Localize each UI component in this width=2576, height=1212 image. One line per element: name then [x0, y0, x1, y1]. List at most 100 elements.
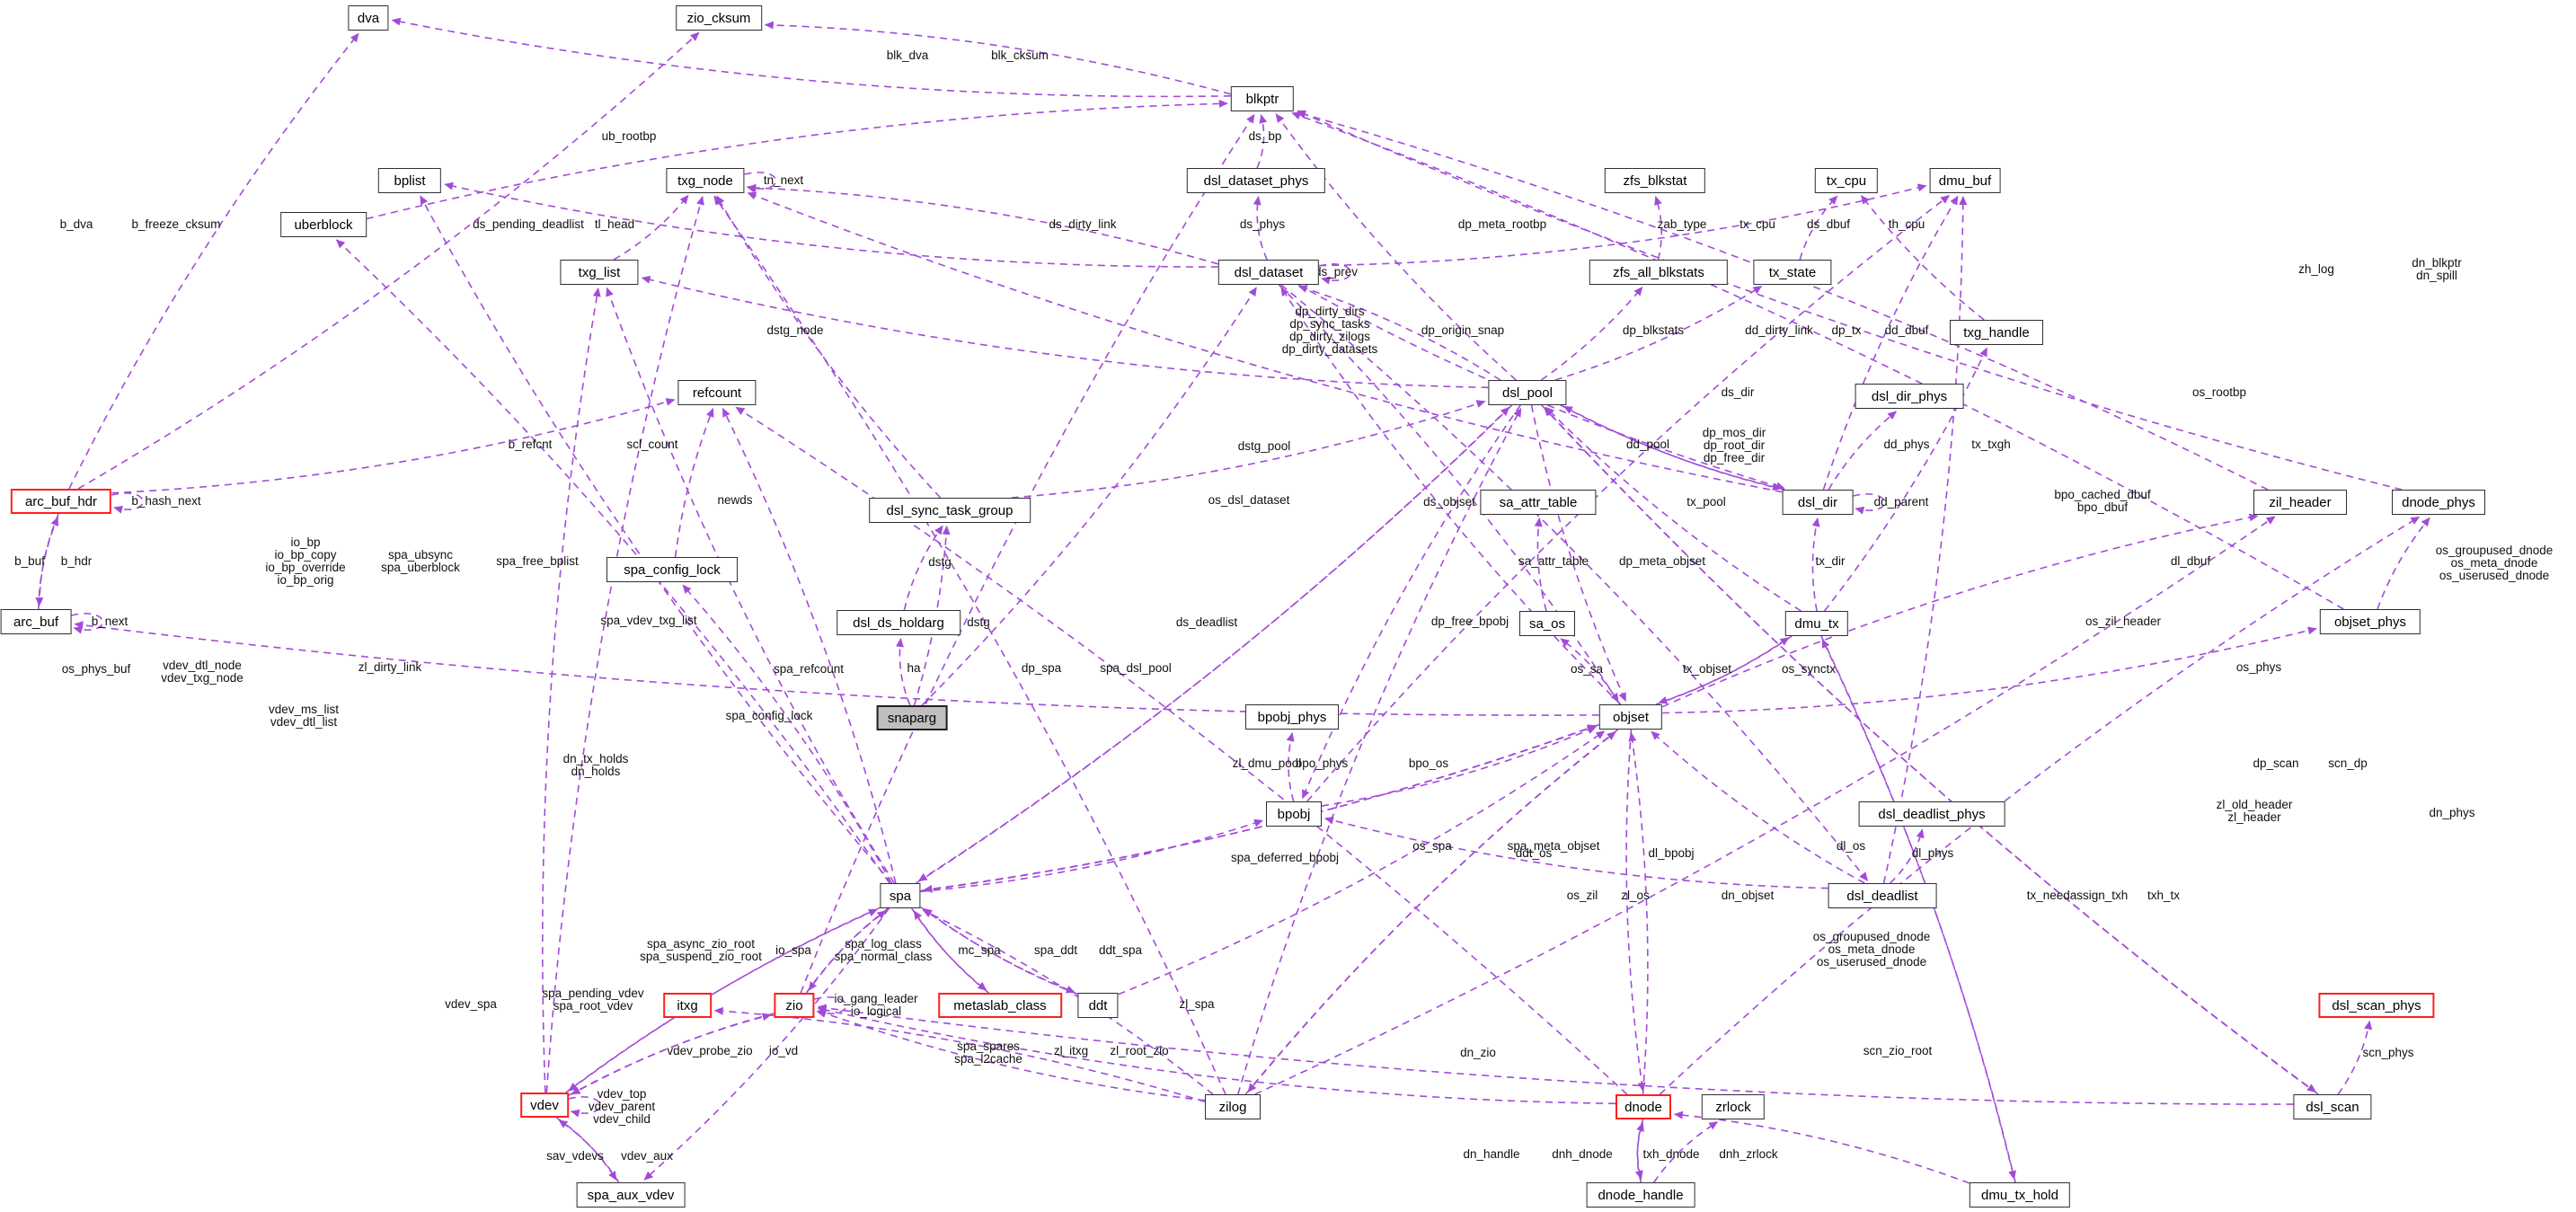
edge-label-b_buf: b_buf [14, 554, 45, 568]
edge-label-tx_cpu: tx_cpu [1739, 217, 1775, 231]
node-zfs_all_blkstats[interactable]: zfs_all_blkstats [1589, 260, 1729, 285]
edge-dnode_handle-dnode [1636, 1122, 1644, 1183]
node-dmu_tx[interactable]: dmu_tx [1784, 611, 1849, 636]
node-dsl_dataset_phys[interactable]: dsl_dataset_phys [1186, 168, 1326, 193]
edge-label-dn_handle: dn_handle [1463, 1147, 1519, 1161]
edge-dmu_tx-dmu_tx_hold [1820, 635, 2016, 1181]
node-dsl_ds_holdarg[interactable]: dsl_ds_holdarg [837, 610, 960, 635]
node-dnode[interactable]: dnode [1616, 1094, 1671, 1119]
node-vdev[interactable]: vdev [520, 1093, 569, 1118]
node-zrlock[interactable]: zrlock [1701, 1094, 1766, 1119]
node-itxg[interactable]: itxg [663, 993, 712, 1018]
node-zio_cksum[interactable]: zio_cksum [676, 5, 762, 31]
edge-arc_buf_hdr-refcount [111, 398, 676, 494]
node-spa_aux_vdev[interactable]: spa_aux_vdev [576, 1182, 686, 1208]
node-snaparg[interactable]: snaparg [876, 705, 948, 730]
node-tx_cpu[interactable]: tx_cpu [1814, 168, 1879, 193]
edge-zio-zio [814, 996, 847, 1018]
edge-label-dp_tx: dp_tx [1831, 323, 1861, 337]
edge-label-ds_dir: ds_dir [1722, 385, 1755, 399]
edge-dnode_phys-blkptr [1297, 110, 2403, 491]
edge-label-spa_refcount: spa_refcount [774, 662, 844, 676]
edge-objset-spa [923, 723, 1600, 893]
node-tx_state[interactable]: tx_state [1753, 260, 1832, 285]
node-zilog[interactable]: zilog [1205, 1094, 1261, 1119]
edge-label-tx_dir: tx_dir [1815, 554, 1846, 568]
node-dsl_dir_phys[interactable]: dsl_dir_phys [1855, 384, 1964, 409]
node-dmu_tx_hold[interactable]: dmu_tx_hold [1969, 1182, 2071, 1208]
node-dsl_sync_task_group[interactable]: dsl_sync_task_group [869, 498, 1031, 523]
edge-label-dp_spa: dp_spa [1022, 661, 1062, 675]
node-dsl_deadlist_phys[interactable]: dsl_deadlist_phys [1858, 801, 2005, 827]
edge-dsl_dataset-dsl_dataset_phys [1253, 196, 1268, 261]
node-ddt[interactable]: ddt [1077, 993, 1119, 1018]
edge-dmu_tx-txg_handle [1823, 347, 1988, 612]
edge-spa-objset [920, 724, 1597, 892]
node-dsl_pool[interactable]: dsl_pool [1488, 380, 1567, 405]
edge-dsl_deadlist-dmu_buf [1882, 196, 1968, 884]
node-dsl_scan_phys[interactable]: dsl_scan_phys [2318, 993, 2435, 1018]
node-objset_phys[interactable]: objset_phys [2319, 609, 2421, 634]
node-dnode_phys[interactable]: dnode_phys [2392, 490, 2485, 515]
edge-zilog-zil_header [1254, 516, 2276, 1095]
edge-label-b_hdr: b_hdr [61, 554, 93, 568]
edge-label-ds_phys: ds_phys [1240, 217, 1286, 231]
edge-blkptr-zio_cksum [764, 21, 1232, 95]
node-objset[interactable]: objset [1598, 704, 1663, 730]
edge-label-dnh_zrlock: dnh_zrlock [1719, 1147, 1778, 1161]
node-dsl_dir[interactable]: dsl_dir [1782, 490, 1854, 515]
node-bplist[interactable]: bplist [377, 168, 442, 193]
edge-snaparg-dsl_dataset [921, 287, 1257, 706]
node-refcount[interactable]: refcount [677, 380, 757, 405]
node-blkptr[interactable]: blkptr [1230, 86, 1295, 111]
edge-dsl_dir-dmu_buf [1822, 195, 1959, 491]
node-dva[interactable]: dva [348, 5, 389, 31]
node-dsl_dataset[interactable]: dsl_dataset [1217, 260, 1320, 285]
edge-label-zl_root_zio: zl_root_zio [1110, 1044, 1168, 1057]
node-dmu_buf[interactable]: dmu_buf [1929, 168, 2001, 193]
edge-label-txh_tx: txh_tx [2147, 889, 2180, 902]
node-zfs_blkstat[interactable]: zfs_blkstat [1604, 168, 1706, 193]
node-spa_config_lock[interactable]: spa_config_lock [606, 557, 738, 582]
edge-spa-spa_aux_vdev [643, 907, 890, 1181]
edge-dsl_dir-dsl_dir [1853, 493, 1886, 515]
edge-dmu_tx_hold-dmu_tx [1821, 638, 2016, 1183]
node-zio[interactable]: zio [774, 993, 815, 1018]
node-dnode_handle[interactable]: dnode_handle [1586, 1182, 1695, 1208]
edge-label-blk_dva: blk_dva [887, 49, 929, 62]
edge-blkptr-dva [391, 17, 1231, 98]
edge-label-tl_head: tl_head [595, 217, 634, 231]
edge-label-b_dva: b_dva [60, 217, 93, 231]
node-bpobj_phys[interactable]: bpobj_phys [1245, 704, 1339, 730]
edge-label-ds_bp: ds_bp [1249, 129, 1282, 143]
edge-objset-zil_header [1661, 513, 2259, 708]
edge-vdev-txg_node [545, 195, 704, 1093]
node-sa_os[interactable]: sa_os [1519, 611, 1575, 636]
node-sa_attr_table[interactable]: sa_attr_table [1480, 490, 1597, 515]
node-dsl_deadlist[interactable]: dsl_deadlist [1828, 883, 1937, 908]
edge-label-sa_attr_table: sa_attr_table [1518, 554, 1589, 568]
edge-spa-vdev [568, 907, 881, 1092]
node-arc_buf_hdr[interactable]: arc_buf_hdr [10, 489, 112, 514]
edge-label-dl_os: dl_os [1837, 839, 1866, 853]
node-metaslab_class[interactable]: metaslab_class [938, 993, 1062, 1018]
edge-snaparg-dsl_ds_holdarg [895, 638, 911, 706]
node-txg_handle[interactable]: txg_handle [1950, 320, 2043, 345]
edge-label-dd_parent: dd_parent [1874, 495, 1929, 509]
edge-spa_config_lock-refcount [674, 407, 714, 558]
edge-dsl_dataset-txg_node [747, 183, 1219, 265]
node-dsl_scan[interactable]: dsl_scan [2293, 1094, 2372, 1119]
edge-label-txh_dnode: txh_dnode [1642, 1147, 1699, 1161]
edge-label-os_spa: os_spa [1412, 839, 1452, 853]
node-txg_list[interactable]: txg_list [560, 260, 639, 285]
node-zil_header[interactable]: zil_header [2253, 490, 2347, 515]
edge-label-zh_log: zh_log [2298, 262, 2334, 276]
node-arc_buf[interactable]: arc_buf [0, 609, 72, 634]
node-uberblock[interactable]: uberblock [280, 212, 367, 237]
node-spa[interactable]: spa [880, 883, 921, 908]
node-txg_node[interactable]: txg_node [666, 168, 745, 193]
node-bpobj[interactable]: bpobj [1266, 801, 1322, 827]
